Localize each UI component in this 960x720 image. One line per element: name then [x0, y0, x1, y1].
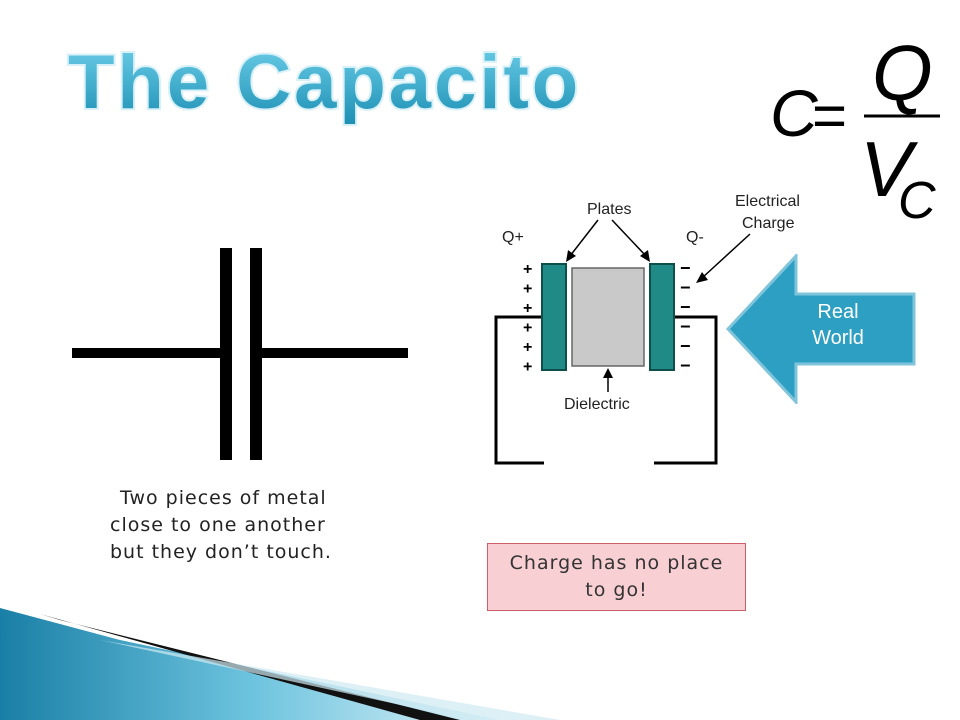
title-text: The Capacitor [68, 40, 582, 125]
left-lead [72, 348, 222, 358]
callout-arrow-shape [726, 254, 916, 404]
q-plus-label: Q+ [502, 229, 524, 246]
plus-sign: + [523, 281, 532, 298]
plus-sign: + [523, 261, 532, 278]
caption-line3: but they don’t touch. [110, 541, 332, 563]
formula-equals: = [812, 82, 847, 149]
plus-sign: + [523, 339, 532, 356]
minus-sign: − [680, 317, 691, 337]
decor-swoosh-light [100, 640, 560, 720]
formula-c: C [770, 76, 819, 150]
decor-swoosh-blue [0, 608, 500, 720]
description-text: Two pieces of metal close to one another… [110, 485, 370, 566]
dielectric-label: Dielectric [564, 396, 630, 413]
callout-line2: World [812, 327, 864, 349]
right-plate [250, 248, 262, 460]
right-lead [260, 348, 408, 358]
charge-label-line2: Charge [742, 215, 795, 232]
caption-line2: close to one another [110, 514, 326, 536]
q-minus-label: Q- [686, 229, 704, 246]
plates-label: Plates [587, 201, 631, 218]
positive-plate [541, 263, 567, 371]
arrow-heads [566, 250, 708, 378]
caption-line1: Two pieces of metal [120, 487, 327, 509]
minus-sign: − [680, 356, 691, 376]
left-plate [220, 248, 232, 460]
minus-sign: − [680, 278, 691, 298]
capacitor-symbol [72, 248, 408, 460]
note-box: Charge has no place to go! [487, 543, 746, 611]
right-wire [652, 315, 718, 465]
charge-label-line1: Electrical [735, 193, 800, 210]
callout-line1: Real [817, 301, 858, 323]
plus-signs: + + + + + + [523, 261, 532, 376]
minus-sign: − [680, 336, 691, 356]
dielectric-block [571, 267, 645, 367]
capacitance-formula: C = Q V C [770, 29, 940, 230]
formula-q: Q [872, 29, 933, 117]
plus-sign: + [523, 300, 532, 317]
formula-v: V [860, 125, 919, 213]
slide-title: The Capacitor [66, 38, 582, 127]
minus-sign: − [680, 297, 691, 317]
minus-sign: − [680, 258, 691, 278]
plus-sign: + [523, 359, 532, 376]
capacitor-diagram: Plates Q+ Q- Electrical Charge Dielectri… [494, 193, 800, 465]
plus-sign: + [523, 320, 532, 337]
note-line1: Charge has no place [509, 552, 724, 574]
bottom-decoration [0, 608, 560, 720]
minus-signs: −−−−−− [680, 258, 691, 376]
negative-plate [649, 263, 675, 371]
real-world-callout[interactable]: Real World [726, 254, 926, 404]
left-wire [494, 315, 544, 465]
formula-subscript: C [898, 172, 936, 230]
note-line2: to go! [585, 579, 648, 601]
